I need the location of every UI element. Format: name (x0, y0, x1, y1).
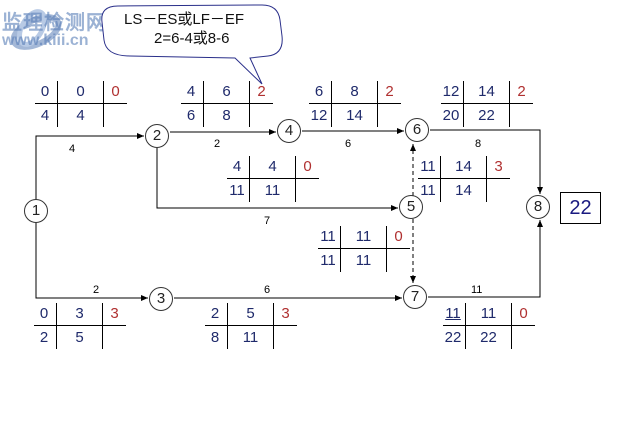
lf: 14 (455, 182, 472, 199)
time-table-7-8: 11 11 0 22 22 (443, 303, 535, 349)
tf: 2 (257, 83, 266, 100)
node-7: 7 (403, 285, 427, 309)
time-table-6-8: 12 14 2 20 22 (441, 81, 533, 127)
ef: 8 (350, 83, 359, 100)
lf: 5 (75, 329, 84, 346)
ls: 12 (310, 107, 328, 124)
watermark-url: www.kiii.cn (2, 32, 89, 49)
time-table-1-3: 0 3 3 2 5 (34, 303, 126, 349)
arrow-1-2 (35, 133, 144, 200)
es: 6 (314, 83, 324, 100)
time-table-2-4: 4 6 2 6 8 (181, 81, 273, 127)
duration-4-6: 6 (345, 138, 352, 150)
ef: 0 (76, 83, 85, 100)
arrow-2-5 (156, 148, 398, 211)
tf: 0 (394, 228, 403, 245)
tf: 2 (517, 83, 526, 100)
ls: 4 (40, 107, 50, 124)
time-table-4-6: 6 8 2 12 14 (309, 81, 401, 127)
tf: 3 (110, 305, 119, 322)
tf: 0 (111, 83, 120, 100)
lf: 11 (242, 329, 259, 346)
node-3: 3 (149, 287, 173, 311)
ls: 2 (39, 329, 49, 346)
callout-text: LS－ES或LF－EF 2=6-4或8-6 (124, 10, 244, 48)
ls: 11 (320, 252, 336, 269)
lf: 11 (264, 182, 281, 199)
ef: 14 (478, 83, 495, 100)
node-5: 5 (399, 195, 423, 219)
lf: 14 (346, 107, 363, 124)
es: 12 (442, 83, 460, 100)
watermark-logo-icon (10, 9, 62, 50)
node-8: 8 (526, 195, 550, 219)
tf: 3 (494, 158, 503, 175)
ls: 6 (186, 107, 196, 124)
tf: 2 (385, 83, 394, 100)
ef: 14 (455, 158, 472, 175)
node-4: 4 (277, 119, 301, 143)
es: 0 (40, 83, 50, 100)
lf: 22 (478, 107, 495, 124)
tf: 3 (281, 305, 290, 322)
es: 0 (39, 305, 49, 322)
es: 4 (232, 158, 242, 175)
callout-line-1: LS－ES或LF－EF (124, 11, 245, 28)
node-1: 1 (24, 199, 48, 223)
ls: 22 (444, 329, 462, 346)
es: 4 (186, 83, 196, 100)
callout-line-2: 2=6-4或8-6 (154, 30, 230, 47)
ls: 11 (229, 182, 245, 199)
ef: 11 (480, 305, 497, 322)
lf: 22 (480, 329, 497, 346)
ef: 3 (75, 305, 84, 322)
ef: 11 (355, 228, 372, 245)
es: 11 (320, 228, 336, 245)
ls: 11 (420, 182, 436, 199)
callout-bubble (101, 4, 283, 85)
time-table-5-6: 11 14 3 11 14 (418, 156, 510, 202)
duration-2-5: 7 (264, 215, 271, 227)
lf: 11 (355, 252, 372, 269)
tf: 0 (519, 305, 528, 322)
es: 2 (210, 305, 220, 322)
total-duration-box: 22 (560, 192, 601, 224)
ls: 20 (442, 107, 460, 124)
node-2: 2 (145, 124, 169, 148)
duration-6-8: 8 (475, 138, 482, 150)
arrow-6-8 (430, 129, 543, 194)
duration-1-2: 4 (69, 143, 76, 155)
time-table-2-5: 4 4 0 11 11 (227, 156, 319, 202)
time-table-3-7: 2 5 3 8 11 (205, 303, 297, 349)
arrow-7-8 (428, 220, 543, 298)
duration-1-3: 2 (93, 284, 100, 296)
duration-3-7: 6 (264, 284, 271, 296)
lf: 8 (222, 107, 231, 124)
ef: 4 (268, 158, 277, 175)
duration-2-4: 2 (214, 138, 221, 150)
time-table-5-7: 11 11 0 11 11 (318, 226, 410, 272)
ls: 8 (210, 329, 220, 346)
lf: 4 (76, 107, 85, 124)
watermark-title: 监理检测网 (2, 12, 107, 34)
arrow-1-3 (35, 222, 148, 301)
tf: 0 (303, 158, 312, 175)
duration-7-8: 11 (471, 284, 483, 296)
time-table-1-2: 0 0 0 4 4 (35, 81, 127, 127)
ef: 6 (222, 83, 231, 100)
es: 11 (420, 158, 436, 175)
ef: 5 (246, 305, 255, 322)
es: 11 (445, 305, 461, 322)
node-6: 6 (405, 118, 429, 142)
